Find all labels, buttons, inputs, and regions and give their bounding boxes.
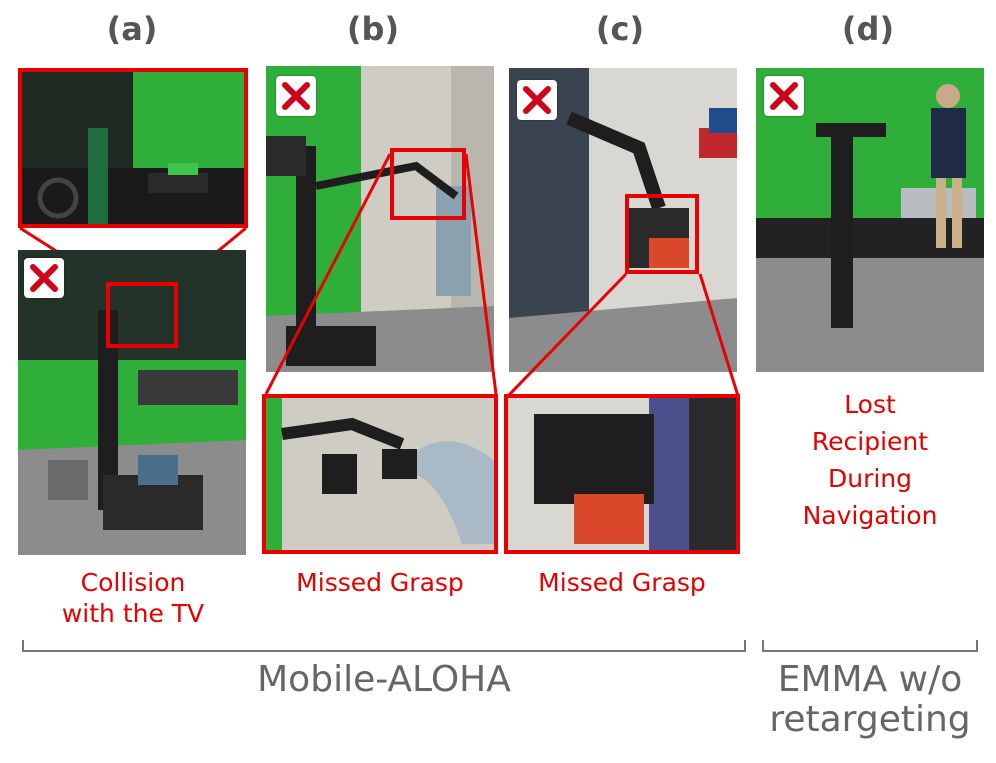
- x-mark-icon: [24, 258, 64, 298]
- x-mark-icon: [764, 76, 804, 116]
- caption-d-line-3: During: [827, 464, 913, 493]
- caption-b-line-1: Missed Grasp: [296, 568, 464, 597]
- highlight-box-a: [106, 282, 178, 348]
- zoom-inset-frame: [18, 68, 248, 228]
- photo-mobile-aloha-tv: [18, 250, 246, 555]
- zoom-inset-frame-c: [504, 394, 740, 554]
- group-label-emma-line-2: retargeting: [769, 699, 971, 740]
- caption-d: Lost Recipient During Navigation: [756, 386, 984, 534]
- caption-b: Missed Grasp: [258, 567, 502, 598]
- caption-a: Collision with the TV: [18, 567, 248, 629]
- zoom-inset-frame-b: [262, 394, 498, 554]
- bracket-mobile-aloha: [22, 640, 746, 652]
- zoom-connector-c: [506, 272, 740, 398]
- group-label-emma: EMMA w/o retargeting: [752, 660, 988, 740]
- photo-lost-recipient-d: [756, 68, 984, 372]
- panel-label-b: (b): [346, 10, 400, 48]
- zoom-inset-gripper-c: [504, 394, 740, 554]
- bracket-emma: [762, 640, 978, 652]
- caption-d-line-4: Navigation: [802, 501, 938, 530]
- zoom-inset-gripper-b: [262, 394, 498, 554]
- caption-c: Missed Grasp: [500, 567, 744, 598]
- panel-label-c: (c): [595, 10, 645, 48]
- panel-label-d: (d): [841, 10, 895, 48]
- caption-d-line-2: Recipient: [811, 427, 929, 456]
- caption-c-line-1: Missed Grasp: [538, 568, 706, 597]
- highlight-box-b: [390, 148, 466, 220]
- group-label-mobile-aloha: Mobile-ALOHA: [257, 659, 511, 700]
- caption-d-line-1: Lost: [844, 390, 896, 419]
- panel-label-a: (a): [106, 10, 158, 48]
- caption-a-line-1: Collision: [80, 568, 186, 597]
- x-mark-icon: [276, 76, 316, 116]
- photo-missed-grasp-c: [509, 68, 737, 372]
- x-mark-icon: [517, 80, 557, 120]
- zoom-inset-tv-collision: [18, 68, 248, 228]
- zoom-connector-b: [264, 153, 498, 395]
- caption-a-line-2: with the TV: [61, 599, 205, 628]
- highlight-box-c: [625, 194, 699, 274]
- group-label-emma-line-1: EMMA w/o: [777, 659, 963, 700]
